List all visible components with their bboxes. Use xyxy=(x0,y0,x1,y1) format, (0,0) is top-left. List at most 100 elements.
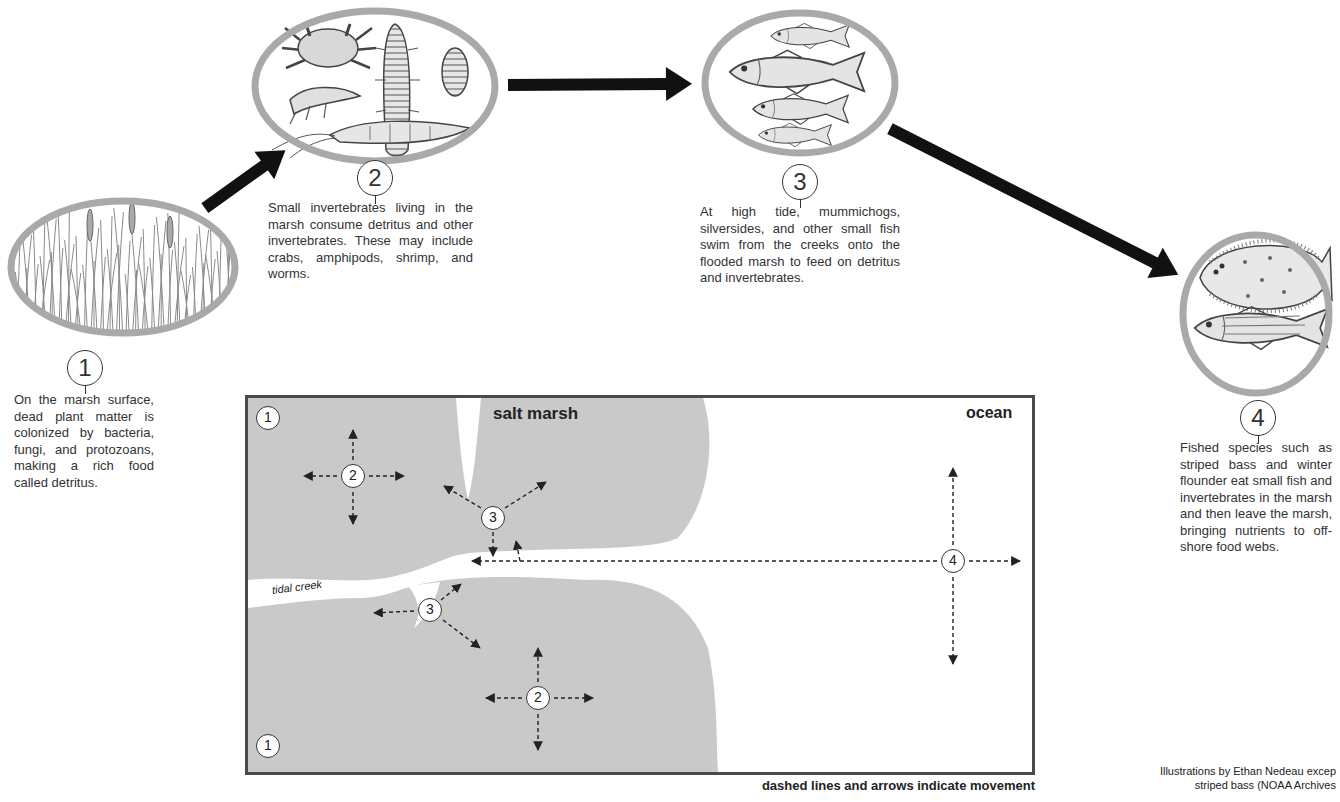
grass-blade xyxy=(101,220,104,336)
flow-arrow xyxy=(887,123,1178,278)
arrow-shaft xyxy=(887,123,1159,269)
shrimp xyxy=(330,121,470,143)
grass-blade xyxy=(224,210,232,336)
striped-bass xyxy=(1195,307,1328,350)
movement-arrow xyxy=(374,611,414,613)
callout-circle: 1 xyxy=(256,734,280,758)
callout-number: 3 xyxy=(482,507,504,528)
striped-bass xyxy=(1195,307,1328,350)
grass-blade xyxy=(107,249,113,336)
grass-blade xyxy=(192,267,196,336)
grass-blade xyxy=(58,211,62,336)
food-web-stage: 3At high tide, mummichogs, silversides, … xyxy=(700,8,900,158)
movement-arrow xyxy=(492,532,493,556)
grass-blade xyxy=(43,223,45,336)
amphipod xyxy=(290,87,360,124)
food-web-stage: 1On the marsh surface, dead plant matter… xyxy=(6,196,240,338)
small-fish xyxy=(730,23,864,146)
seed-head xyxy=(167,216,173,248)
movement-arrow xyxy=(444,486,481,508)
small-fish xyxy=(753,94,848,125)
grass-blade xyxy=(125,274,129,336)
grass-blade xyxy=(33,227,36,336)
oval-outline xyxy=(250,6,500,166)
seed-head xyxy=(129,202,135,234)
oval-outline xyxy=(11,201,235,333)
movement-arrow xyxy=(505,482,546,508)
callout-circle: 1 xyxy=(256,406,280,430)
movement-arrow xyxy=(443,620,480,648)
movement-arrow xyxy=(952,577,953,664)
callout-circle: 4 xyxy=(941,549,965,573)
movement-arrow xyxy=(441,584,461,600)
callout-circle: 2 xyxy=(526,686,550,710)
callout-number: 1 xyxy=(257,407,279,428)
callout-number: 2 xyxy=(342,465,364,486)
grass-blade xyxy=(114,208,123,336)
grass-blade xyxy=(40,256,46,336)
salt-marsh-land xyxy=(248,577,718,772)
isopod xyxy=(442,48,468,96)
movement-arrow xyxy=(486,697,522,698)
callout-number: 4 xyxy=(1240,400,1276,436)
crab xyxy=(298,29,358,67)
oval-outline xyxy=(700,8,900,158)
amphipod xyxy=(290,104,326,124)
small-fish xyxy=(771,23,849,48)
marsh-map xyxy=(248,398,1020,772)
grass-blade xyxy=(199,226,206,336)
region-label: ocean xyxy=(966,404,1012,422)
winter-flounder xyxy=(1260,278,1264,282)
winter-flounder xyxy=(1246,294,1250,298)
flow-arrow xyxy=(508,67,692,101)
oval-outline xyxy=(6,196,240,338)
arrow-shaft xyxy=(201,159,269,213)
winter-flounder xyxy=(1243,260,1247,264)
oval-outline xyxy=(1183,235,1329,393)
grass-blade xyxy=(91,228,99,336)
callout-circle: 2 xyxy=(341,464,365,488)
movement-arrow xyxy=(304,475,337,476)
seed-head xyxy=(87,209,93,241)
marsh-map-inset: salt marshoceantidal creek1234321 xyxy=(245,395,1035,775)
winter-flounder xyxy=(1220,264,1225,269)
grass-blade xyxy=(156,217,164,336)
arrow-head xyxy=(666,67,692,101)
grass-blade xyxy=(150,258,155,336)
grass-blade xyxy=(206,255,216,336)
stage-caption: On the marsh surface, dead plant matter … xyxy=(14,392,154,491)
fished-species xyxy=(1195,241,1332,350)
callout-number: 2 xyxy=(357,160,393,196)
salt-marsh-land xyxy=(248,398,709,580)
grass-blade xyxy=(132,233,139,336)
stage-caption: Fished species such as striped bass and … xyxy=(1180,440,1332,556)
movement-arrow xyxy=(352,492,353,524)
movement-arrow xyxy=(952,468,953,545)
isopod xyxy=(442,48,468,96)
oval-outline xyxy=(705,13,895,153)
callout-number: 2 xyxy=(527,687,549,708)
oval-outline xyxy=(255,11,495,161)
grass-blade xyxy=(83,265,88,336)
winter-flounder xyxy=(1268,256,1272,260)
map-caption: dashed lines and arrows indicate movemen… xyxy=(615,778,1035,795)
worm xyxy=(375,48,420,112)
grass-blade xyxy=(177,209,179,336)
food-web-stage: 4Fished species such as striped bass and… xyxy=(1178,230,1334,398)
winter-flounder xyxy=(1200,241,1332,312)
movement-arrow xyxy=(537,648,538,682)
invertebrates xyxy=(272,24,470,158)
crab xyxy=(306,24,350,36)
movement-arrow xyxy=(304,430,1020,750)
callout-circle: 3 xyxy=(418,598,442,622)
small-fish xyxy=(759,123,832,146)
striped-bass xyxy=(1222,316,1305,334)
credit-note: Illustrations by Ethan Nedeau excep stri… xyxy=(1136,764,1336,793)
grass-blade xyxy=(143,229,145,336)
callout-number: 1 xyxy=(67,350,103,386)
movement-arrow xyxy=(969,560,1020,561)
creek-label: tidal creek xyxy=(271,578,322,596)
